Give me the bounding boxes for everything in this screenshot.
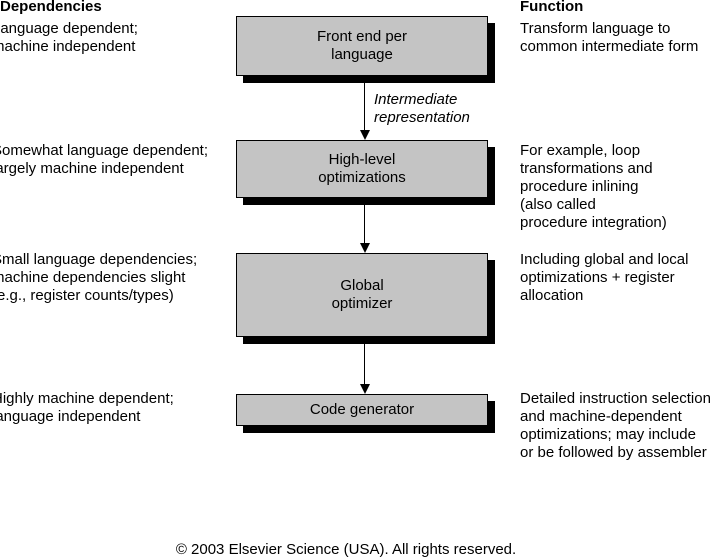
global-optimizer-box-label: Global optimizer: [331, 277, 393, 312]
arrow-line-1: [364, 83, 365, 131]
front-end-box: Front end per language: [236, 16, 488, 76]
function-text-front-end: Transform language to common intermediat…: [520, 20, 699, 55]
dependencies-header: Dependencies: [0, 0, 102, 15]
function-text-high-level: For example, loop transformations and pr…: [520, 142, 667, 231]
arrow-line-2: [364, 205, 365, 245]
code-generator-box: Code generator: [236, 394, 488, 426]
copyright-notice: © 2003 Elsevier Science (USA). All right…: [175, 541, 517, 558]
arrow-head-1: [360, 130, 370, 140]
dependency-text-front-end: Language dependent; machine independent: [0, 20, 138, 55]
front-end-box-label: Front end per language: [316, 28, 408, 63]
dependency-text-global-optimizer: Small language dependencies; machine dep…: [0, 251, 198, 304]
high-level-optimizations-box: High-level optimizations: [236, 140, 488, 198]
intermediate-representation-label: Intermediate representation: [374, 91, 470, 126]
dependency-text-high-level: Somewhat language dependent; largely mac…: [0, 142, 209, 177]
function-text-code-generator: Detailed instruction selection and machi…: [520, 390, 711, 461]
arrow-line-3: [364, 344, 365, 386]
code-generator-box-label: Code generator: [309, 401, 415, 418]
arrow-head-2: [360, 243, 370, 253]
function-header: Function: [520, 0, 584, 15]
function-text-global-optimizer: Including global and local optimizations…: [520, 251, 689, 304]
high-level-optimizations-box-label: High-level optimizations: [318, 151, 406, 186]
global-optimizer-box: Global optimizer: [236, 253, 488, 337]
arrow-head-3: [360, 384, 370, 394]
dependency-text-code-generator: Highly machine dependent; language indep…: [0, 390, 174, 425]
